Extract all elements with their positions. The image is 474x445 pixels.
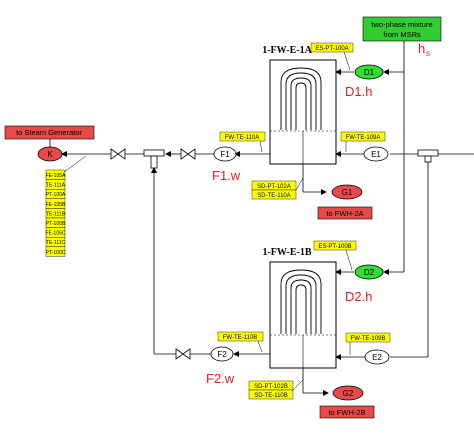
f1-node: F1 [213,146,237,162]
f2-node: F2 [210,346,234,362]
svg-text:G1: G1 [342,188,353,197]
te-109b-tag: FW-TE-109B [345,332,391,343]
f1-w-label: F1.w [212,168,241,183]
svg-text:K: K [47,150,53,159]
source-box-line2: from MSRs [383,30,421,39]
svg-text:F2: F2 [217,350,227,359]
valve-a [180,148,196,160]
svg-text:SD-PT-102A: SD-PT-102A [257,184,291,190]
sg-tag-label: FE-105C [45,231,65,237]
f2-w-label: F2.w [206,371,235,386]
d1-h-label: D1.h [345,84,372,99]
hx-b-title: 1-FW-E-1B [262,247,311,258]
d1-node: D1 [354,64,384,80]
outlet-tee [143,149,165,169]
svg-text:SD-TE-110B: SD-TE-110B [254,393,288,399]
to-fwh-2a-box: to FWH-2A [317,206,373,220]
heat-exchanger-a: 1-FW-E-1A [262,45,337,165]
sg-tag: TE-111C [45,236,66,247]
svg-text:ES-PT-100B: ES-PT-100B [318,244,351,250]
steam-generator-box: to Steam Generator [4,125,95,140]
e2-node: E2 [364,349,390,365]
te-110a-tag: FW-TE-110A [219,131,266,142]
svg-text:D2: D2 [364,268,375,277]
g2-node: G2 [332,385,364,401]
sg-tag: PT-100C [46,246,66,257]
g1-node: G1 [331,184,363,200]
svg-text:FW-TE-110B: FW-TE-110B [223,335,257,341]
svg-text:SD-PT-102B: SD-PT-102B [254,384,288,390]
svg-text:ES-PT-100A: ES-PT-100A [315,46,348,52]
sg-tag: TE-111A [45,179,66,190]
sg-tag: FE-105B [46,198,66,209]
valve-main [110,148,126,160]
svg-text:SD-TE-110A: SD-TE-110A [257,193,291,199]
sg-tag: FE-105A [46,169,66,180]
k-node: K [37,146,63,162]
drain-tags-b: SD-PT-102B SD-TE-110B [248,380,294,400]
source-box-line1: two-phase mixture [371,20,432,29]
svg-text:G2: G2 [343,389,354,398]
source-box: two-phase mixture from MSRs [362,16,442,42]
svg-text:to FWH-2B: to FWH-2B [328,408,365,417]
sg-tag-stack: FE-105A TE-111A PT-100A FE-105B TE-111B PT-10… [45,169,66,257]
svg-text:FW-TE-109A: FW-TE-109A [346,135,381,141]
te-110b-tag: FW-TE-110B [217,331,264,342]
sg-tag-label: TE-111C [46,240,66,246]
sg-tag-label: TE-111A [46,183,66,189]
sg-tag-label: TE-111B [46,211,66,217]
te-109a-tag: FW-TE-109A [340,131,386,142]
hs-label-sub: s [426,49,430,58]
inlet-tee [417,149,439,163]
svg-text:E2: E2 [372,353,382,362]
svg-text:E1: E1 [371,150,381,159]
sg-tag-label: FE-105B [46,202,66,208]
pt-100b-tag: ES-PT-100B [313,240,357,251]
svg-text:FW-TE-109B: FW-TE-109B [351,336,386,342]
d2-h-label: D2.h [345,289,372,304]
svg-text:F1: F1 [220,150,230,159]
sg-tag: TE-111B [45,208,66,219]
e1-node: E1 [363,146,389,162]
sg-tag: PT-100B [46,217,66,228]
svg-text:D1: D1 [364,68,375,77]
pt-100a-tag: ES-PT-100A [310,42,354,53]
heat-exchanger-b: 1-FW-E-1B [262,247,337,369]
hx-a-title: 1-FW-E-1A [262,45,312,56]
valve-b [175,348,191,360]
to-fwh-2b-box: to FWH-2B [319,405,375,419]
sg-tag-label: PT-100B [46,221,66,227]
drain-tags-a: SD-PT-102A SD-TE-110A [251,180,297,200]
sg-tag-label: PT-100C [46,250,66,256]
svg-text:to Steam Generator: to Steam Generator [16,128,82,137]
d2-node: D2 [354,264,384,280]
sg-tag: FE-105C [45,227,66,238]
svg-text:to FWH-2A: to FWH-2A [326,209,363,218]
sg-tag-label: PT-100A [46,192,66,198]
svg-text:FW-TE-110A: FW-TE-110A [225,135,259,141]
sg-tag-label: FE-105A [46,173,66,179]
hs-label: h s [418,41,430,58]
hs-label-main: h [418,41,425,56]
sg-tag: PT-100A [46,188,66,199]
